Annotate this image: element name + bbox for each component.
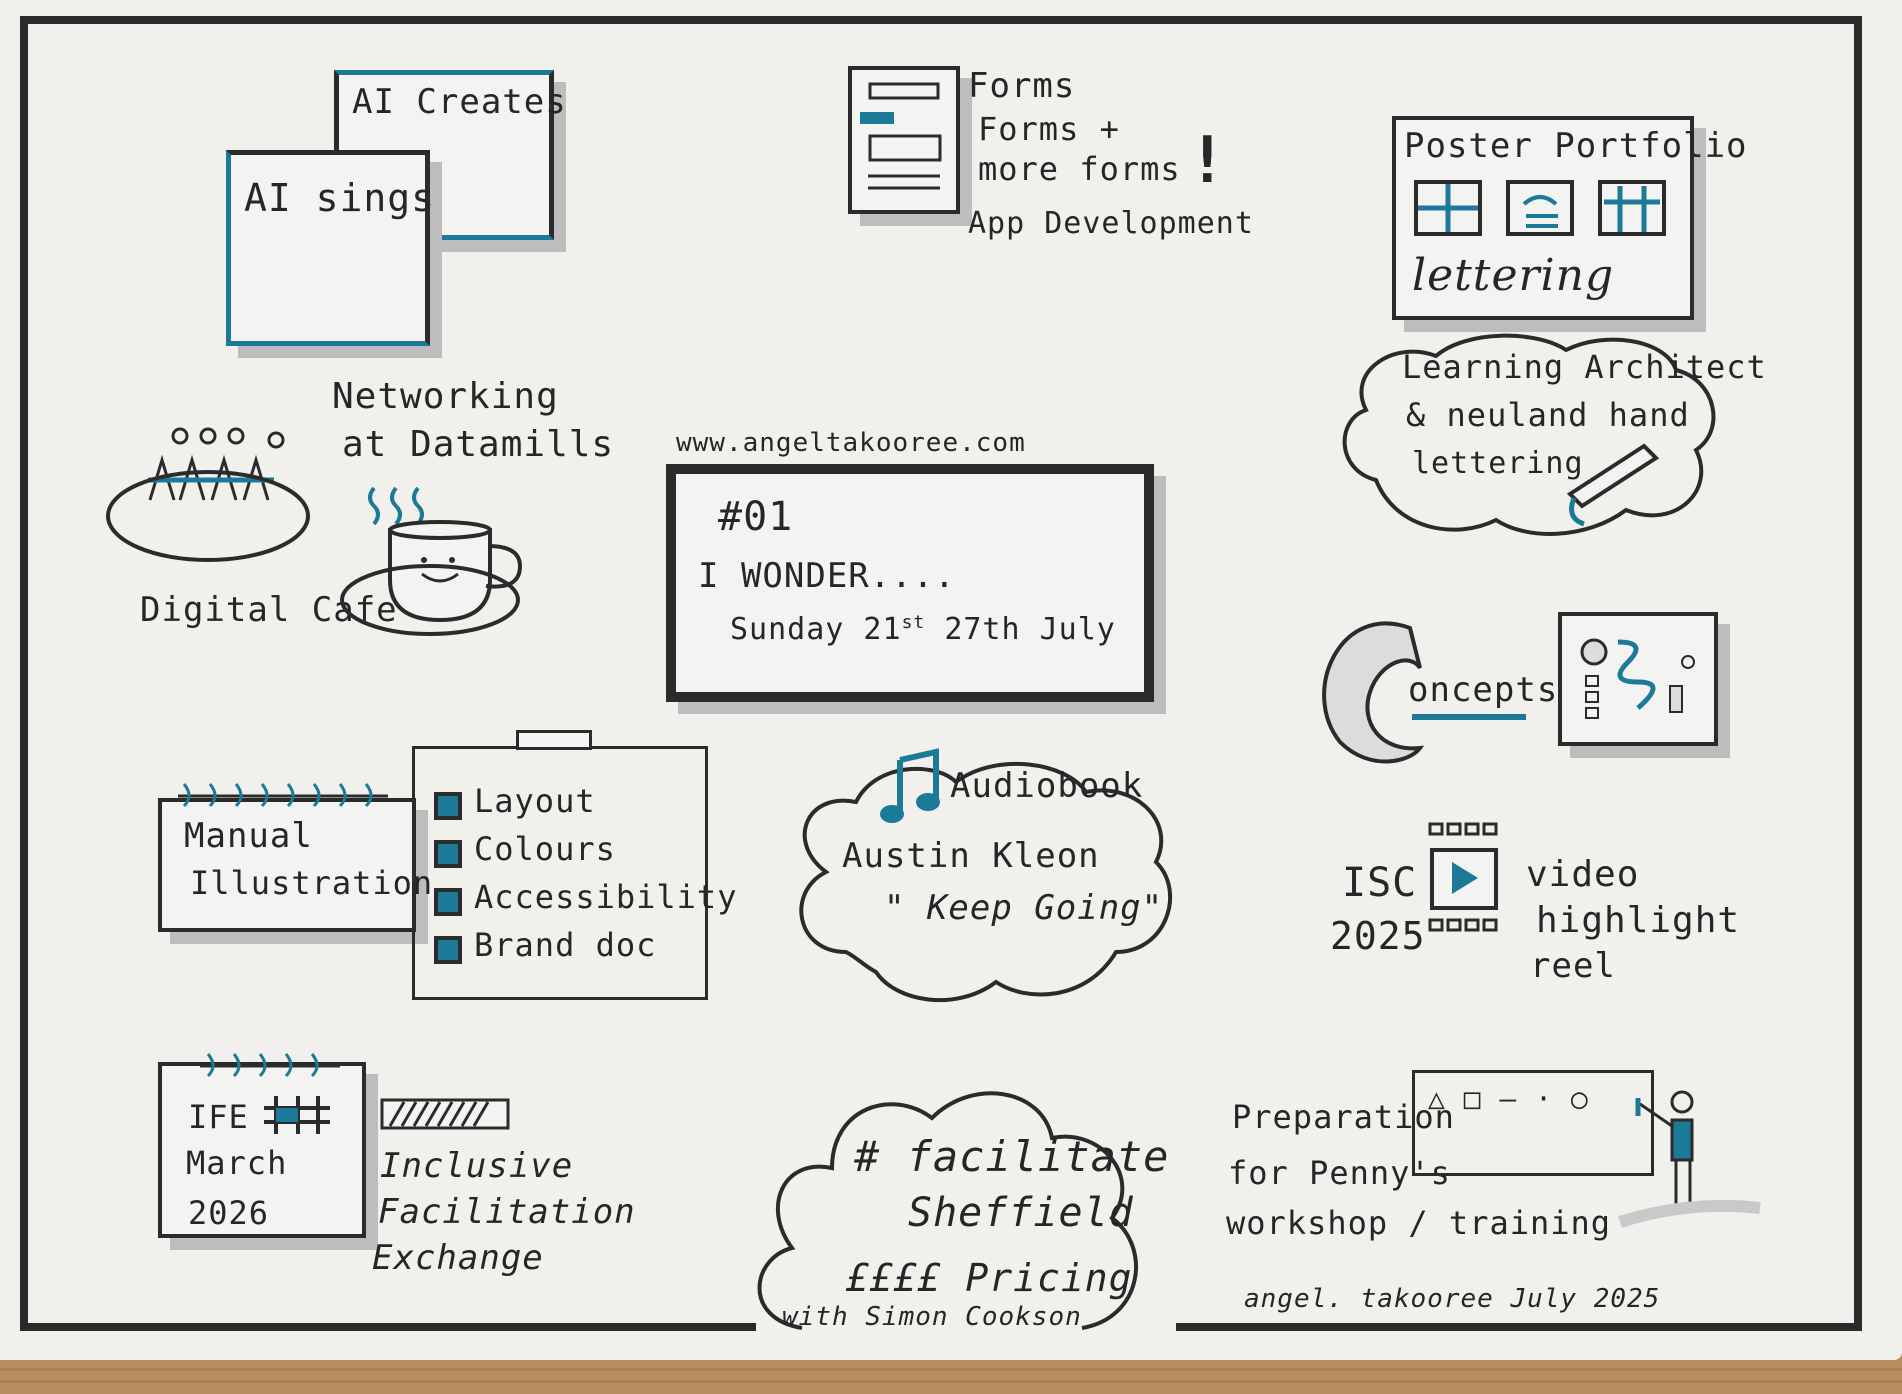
checkbox-icon [434, 888, 462, 916]
checklist-label: Layout [474, 782, 596, 820]
facilitate-line2: Sheffield [908, 1190, 1134, 1236]
forms-line1: Forms [968, 66, 1076, 106]
learning-line1: Learning Architect [1402, 348, 1767, 386]
ai-sings-label: AI sings [244, 176, 436, 220]
ife-desc3: Exchange [372, 1238, 544, 1278]
forms-app-development: App Development [968, 206, 1254, 241]
thought-cloud-icon [1342, 333, 1716, 536]
whiteboard [1412, 1070, 1654, 1176]
digital-cafe-label: Digital Cafe [140, 590, 398, 630]
isc-desc2: highlight [1536, 900, 1741, 941]
audiobook-book: " Keep Going" [884, 888, 1164, 928]
networking-line2: at Datamills [342, 424, 615, 465]
networking-line1: Networking [332, 376, 559, 417]
ife-line2: March [186, 1144, 288, 1182]
sketch-paper: AI Creates AI sings Forms Forms + more f… [0, 0, 1902, 1360]
big-c-letter-icon [1322, 621, 1425, 764]
calendar-spiral-icon [200, 1053, 340, 1078]
manual-notebook [158, 798, 416, 932]
ai-creates-label: AI Creates [352, 82, 567, 122]
checklist-label: Accessibility [474, 878, 738, 916]
isc-line2: 2025 [1330, 914, 1426, 958]
ife-banner-icon [380, 1098, 510, 1130]
ife-desc1: Inclusive [380, 1146, 574, 1186]
event-title: I WONDER.... [698, 556, 956, 596]
music-note-icon [880, 748, 940, 823]
audiobook-cloud-icon [799, 761, 1173, 1003]
notebook-spiral-icon [178, 783, 388, 808]
forms-line2: Forms + [978, 110, 1120, 148]
learning-line3: lettering [1412, 446, 1584, 481]
learning-line2: & neuland hand [1406, 396, 1690, 434]
event-poster-frame [666, 464, 1154, 702]
concepts-underline [1412, 714, 1526, 720]
audiobook-title: Audiobook [950, 766, 1144, 806]
concepts-board-icons [1580, 638, 1695, 719]
ife-line1: IFE [188, 1098, 249, 1136]
coffee-cup-icon [340, 486, 523, 636]
ife-line3: 2026 [188, 1194, 270, 1232]
isc-desc3: reel [1530, 946, 1616, 986]
signature: angel. takooree July 2025 [1244, 1284, 1661, 1314]
ife-calendar [158, 1062, 366, 1238]
concepts-label: oncepts [1408, 670, 1559, 710]
presenter-figure-icon [1618, 1090, 1761, 1228]
event-date: Sunday 21st 27th July [730, 612, 1116, 647]
checklist-label: Colours [474, 830, 616, 868]
facilitate-line4: with Simon Cookson [782, 1302, 1082, 1332]
forms-line3: more forms [978, 150, 1181, 188]
facilitate-line1: # facilitate [854, 1132, 1170, 1181]
isc-line1: ISC [1342, 860, 1418, 906]
manual-line2: Illustration [190, 864, 434, 902]
prep-line3: workshop / training [1226, 1204, 1612, 1242]
poster-thumbnails-icon [1414, 180, 1666, 236]
checklist-label: Brand doc [474, 926, 657, 964]
facilitate-line3: ££££ Pricing [846, 1256, 1133, 1300]
calendar-grid-icon [264, 1096, 330, 1134]
exclamation-mark: ! [1188, 124, 1228, 198]
whiteboard-shapes: △ □ — · ○ [1428, 1082, 1589, 1115]
frame-gap [756, 1318, 1176, 1342]
video-play-icon [1428, 822, 1498, 932]
concepts-board [1558, 612, 1718, 746]
checkbox-icon [434, 936, 462, 964]
form-fields-icon [860, 82, 942, 190]
checkbox-icon [434, 840, 462, 868]
cafe-table-people-icon [106, 427, 310, 562]
poster-lettering-label: lettering [1412, 250, 1615, 301]
isc-desc1: video [1526, 854, 1640, 895]
ife-desc2: Facilitation [378, 1192, 636, 1232]
checkbox-icon [434, 792, 462, 820]
manual-line1: Manual [184, 816, 313, 856]
prep-line1: Preparation [1232, 1098, 1455, 1136]
facilitate-cloud-icon [757, 1091, 1138, 1330]
folder-tab [516, 730, 592, 750]
audiobook-author: Austin Kleon [842, 836, 1100, 876]
marker-pen-icon [1566, 443, 1660, 527]
event-number: #01 [718, 494, 794, 540]
ai-sings-card [226, 150, 430, 346]
poster-portfolio-title: Poster Portfolio [1404, 126, 1748, 166]
website-url: www.angeltakooree.com [676, 428, 1026, 458]
